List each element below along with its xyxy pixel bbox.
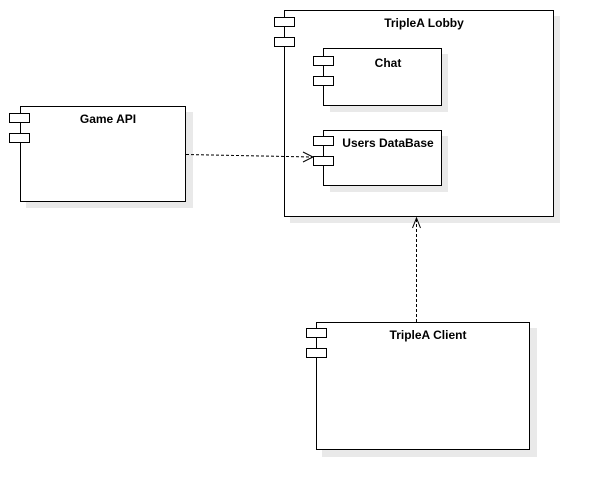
dependency-arrow-client-to-lobby [412, 216, 421, 322]
component-icon [313, 136, 334, 166]
component-title-triplea-client: TripleA Client [390, 328, 467, 342]
component-title-game-api: Game API [80, 112, 136, 126]
component-title-triplea-lobby: TripleA Lobby [384, 16, 464, 30]
component-icon [313, 56, 334, 86]
component-icon [306, 328, 327, 358]
component-game-api[interactable]: Game API [9, 106, 194, 209]
component-icon [274, 17, 295, 47]
component-chat[interactable]: Chat [313, 48, 449, 113]
component-icon [9, 113, 30, 143]
component-triplea-client[interactable]: TripleA Client [306, 322, 538, 458]
dependency-arrow-gameapi-to-usersdb [185, 151, 315, 163]
component-title-chat: Chat [375, 56, 402, 70]
component-users-database[interactable]: Users DataBase [313, 130, 449, 193]
component-title-users-database: Users DataBase [342, 136, 434, 150]
